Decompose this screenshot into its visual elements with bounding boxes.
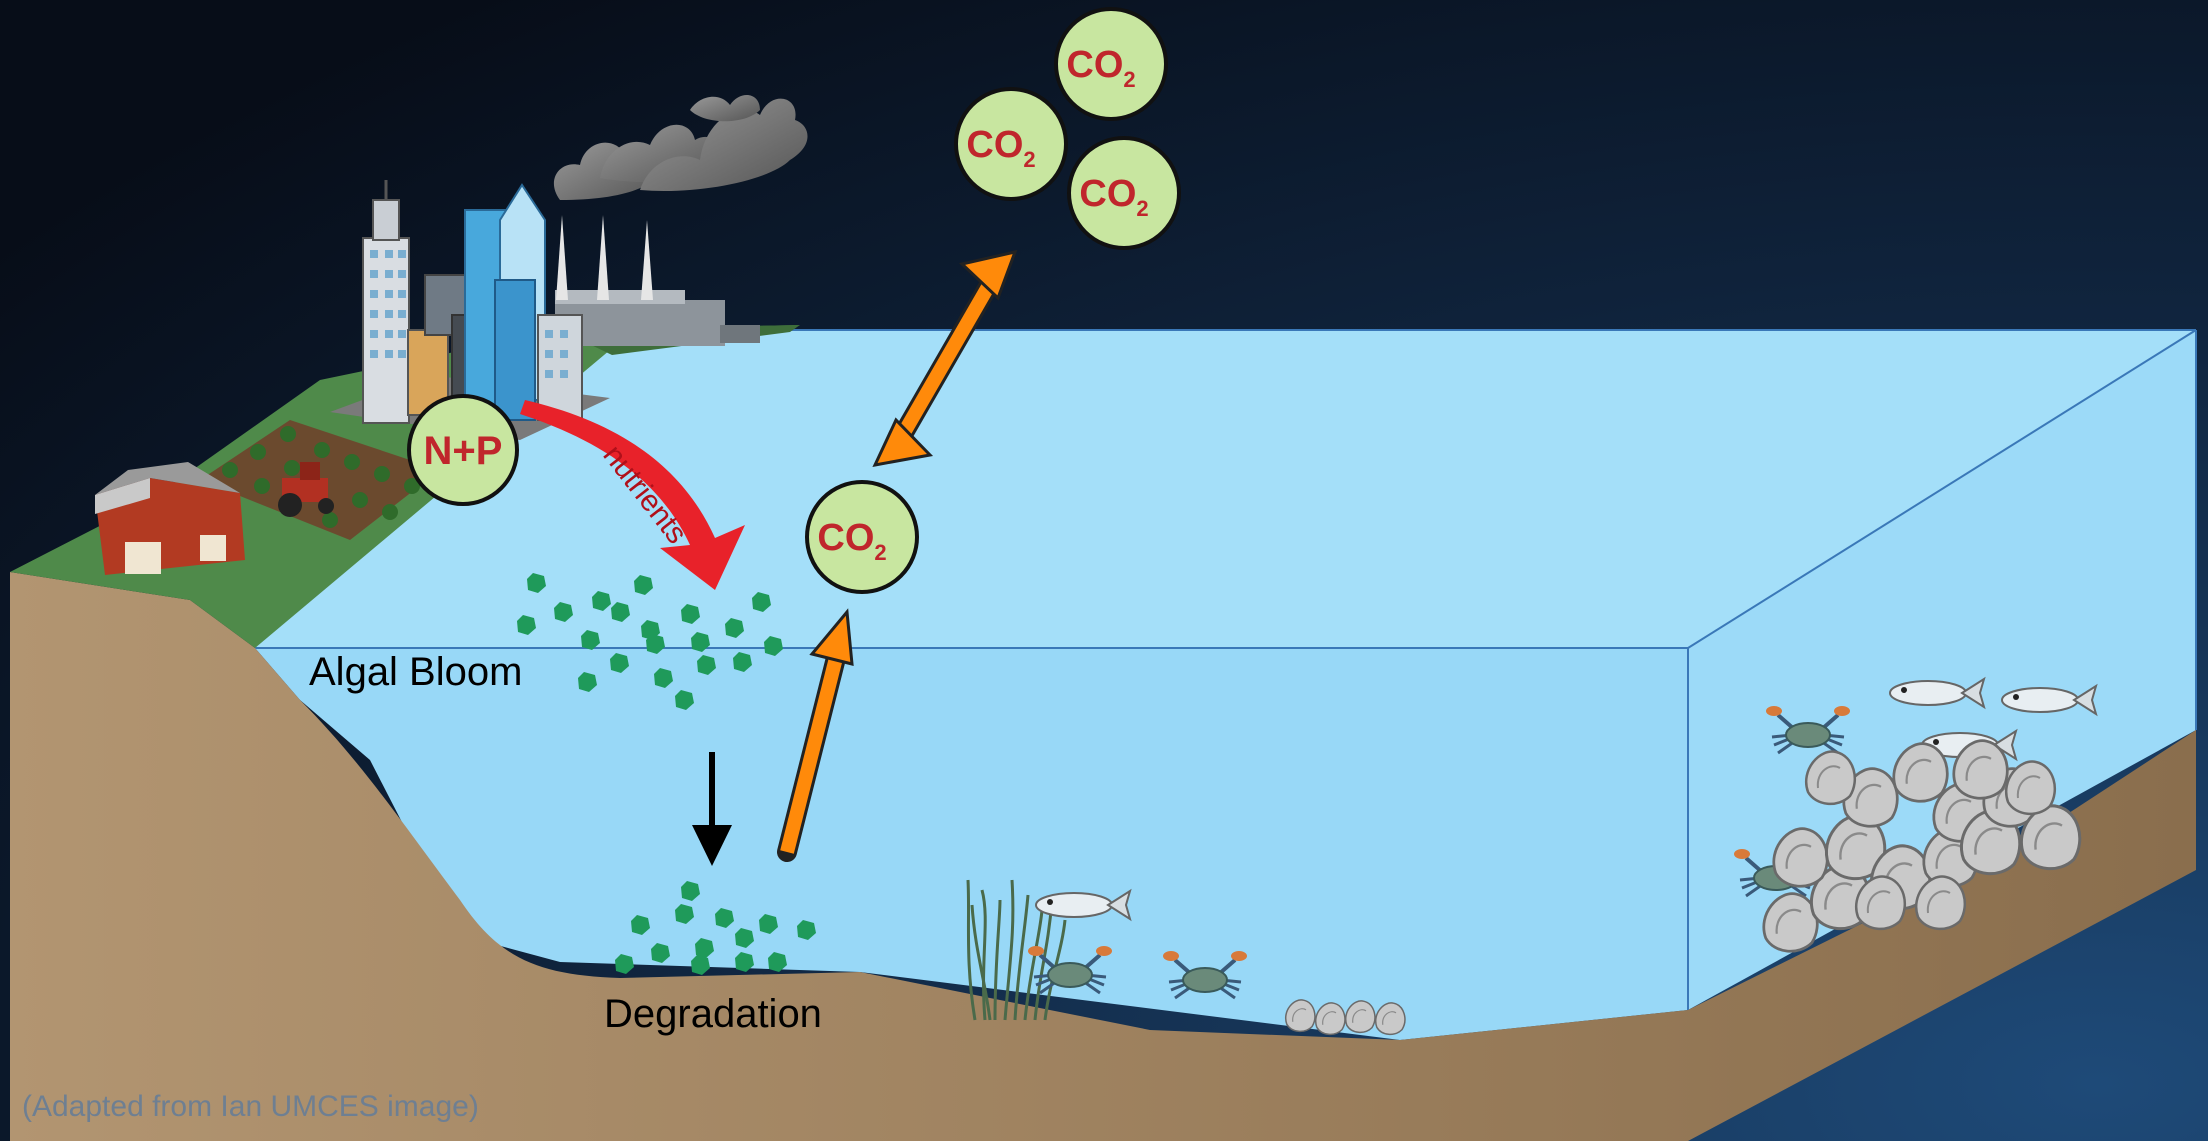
algae-cell-icon — [634, 575, 653, 595]
co2-bubble-air-top: CO2 — [1054, 7, 1168, 121]
algal-bloom-label: Algal Bloom — [309, 650, 523, 694]
algae-cell-icon — [695, 938, 714, 958]
algae-cell-icon — [735, 952, 754, 972]
factory-smokestacks-icon — [555, 215, 760, 346]
algae-cell-icon — [725, 618, 744, 638]
oyster-icon — [1805, 750, 1856, 805]
algae-cell-icon — [592, 591, 611, 611]
tractor-icon — [278, 462, 334, 517]
oyster-icon — [1772, 827, 1829, 888]
algae-cell-icon — [681, 881, 700, 901]
water-front — [255, 648, 1688, 1040]
smoke-icon — [553, 94, 808, 200]
fish-icon — [1035, 888, 1132, 922]
barn-icon — [95, 462, 245, 575]
svg-text:CO2: CO2 — [1066, 44, 1135, 92]
tank-edges — [255, 329, 2197, 1010]
algae-cell-icon — [715, 908, 734, 928]
algae-cell-icon — [759, 914, 778, 934]
oyster-icon — [2020, 804, 2082, 871]
oyster-icon — [1345, 1000, 1376, 1033]
degradation-co2-arrow — [777, 608, 854, 862]
algae-cell-icon — [681, 604, 700, 624]
algae-cell-icon — [752, 592, 771, 612]
fish-icon — [1889, 676, 1986, 710]
algae-cell-icon — [675, 690, 694, 710]
algae-cell-icon — [733, 652, 752, 672]
algal-bloom-cluster — [517, 573, 783, 710]
algae-cell-icon — [797, 920, 816, 940]
algae-cell-icon — [611, 602, 630, 622]
sinking-arrow-head — [692, 825, 732, 866]
algae-cell-icon — [631, 915, 650, 935]
oyster-icon — [1915, 875, 1966, 930]
degradation-label: Degradation — [604, 992, 822, 1036]
water-surface — [255, 330, 2196, 648]
crab-icon — [1766, 706, 1850, 755]
algae-cell-icon — [610, 653, 629, 673]
algae-cell-icon — [697, 655, 716, 675]
algae-cell-icon — [768, 952, 787, 972]
algae-cell-icon — [735, 928, 754, 948]
svg-text:CO2: CO2 — [966, 124, 1035, 172]
algae-cell-icon — [578, 672, 597, 692]
oyster-group — [1285, 739, 2082, 1035]
algae-cell-icon — [581, 630, 600, 650]
co2-bubble-water: CO2 — [805, 480, 919, 594]
algae-cell-icon — [615, 954, 634, 974]
co2-bubble-air-left: CO2 — [954, 87, 1068, 201]
crab-icon — [1028, 946, 1112, 995]
settled-algae-cluster — [615, 881, 816, 975]
algae-cell-icon — [691, 632, 710, 652]
oyster-icon — [1285, 999, 1316, 1032]
oyster-icon — [2005, 760, 2056, 815]
np-bubble-label: N+P — [424, 429, 503, 473]
nutrient-arrow — [520, 400, 745, 590]
image-credit: (Adapted from Ian UMCES image) — [22, 1090, 479, 1123]
algae-cell-icon — [527, 573, 546, 593]
fish-icon — [2001, 683, 2098, 717]
oyster-icon — [1855, 875, 1906, 930]
algae-cell-icon — [764, 636, 783, 656]
np-bubble: N+P — [407, 394, 519, 506]
algae-cell-icon — [651, 943, 670, 963]
algae-cell-icon — [675, 904, 694, 924]
seagrass-icon — [966, 879, 1067, 1021]
algae-cell-icon — [646, 634, 665, 654]
algae-cell-icon — [517, 615, 536, 635]
svg-text:CO2: CO2 — [817, 517, 886, 565]
algae-cell-icon — [691, 955, 710, 975]
algae-cell-icon — [554, 602, 573, 622]
oyster-icon — [1952, 739, 2009, 800]
air-sea-exchange-arrow — [872, 249, 1018, 467]
crab-icon — [1163, 951, 1247, 1000]
oyster-icon — [1315, 1002, 1346, 1035]
crop-rows — [222, 426, 420, 528]
oyster-icon — [1825, 814, 1887, 881]
oyster-icon — [1375, 1002, 1406, 1035]
city-skyline-icon — [362, 180, 583, 424]
sediment-profile — [10, 572, 2196, 1141]
oyster-icon — [1892, 742, 1949, 803]
svg-text:CO2: CO2 — [1079, 173, 1148, 221]
co2-bubble-air-right: CO2 — [1067, 136, 1181, 250]
algae-cell-icon — [654, 668, 673, 688]
